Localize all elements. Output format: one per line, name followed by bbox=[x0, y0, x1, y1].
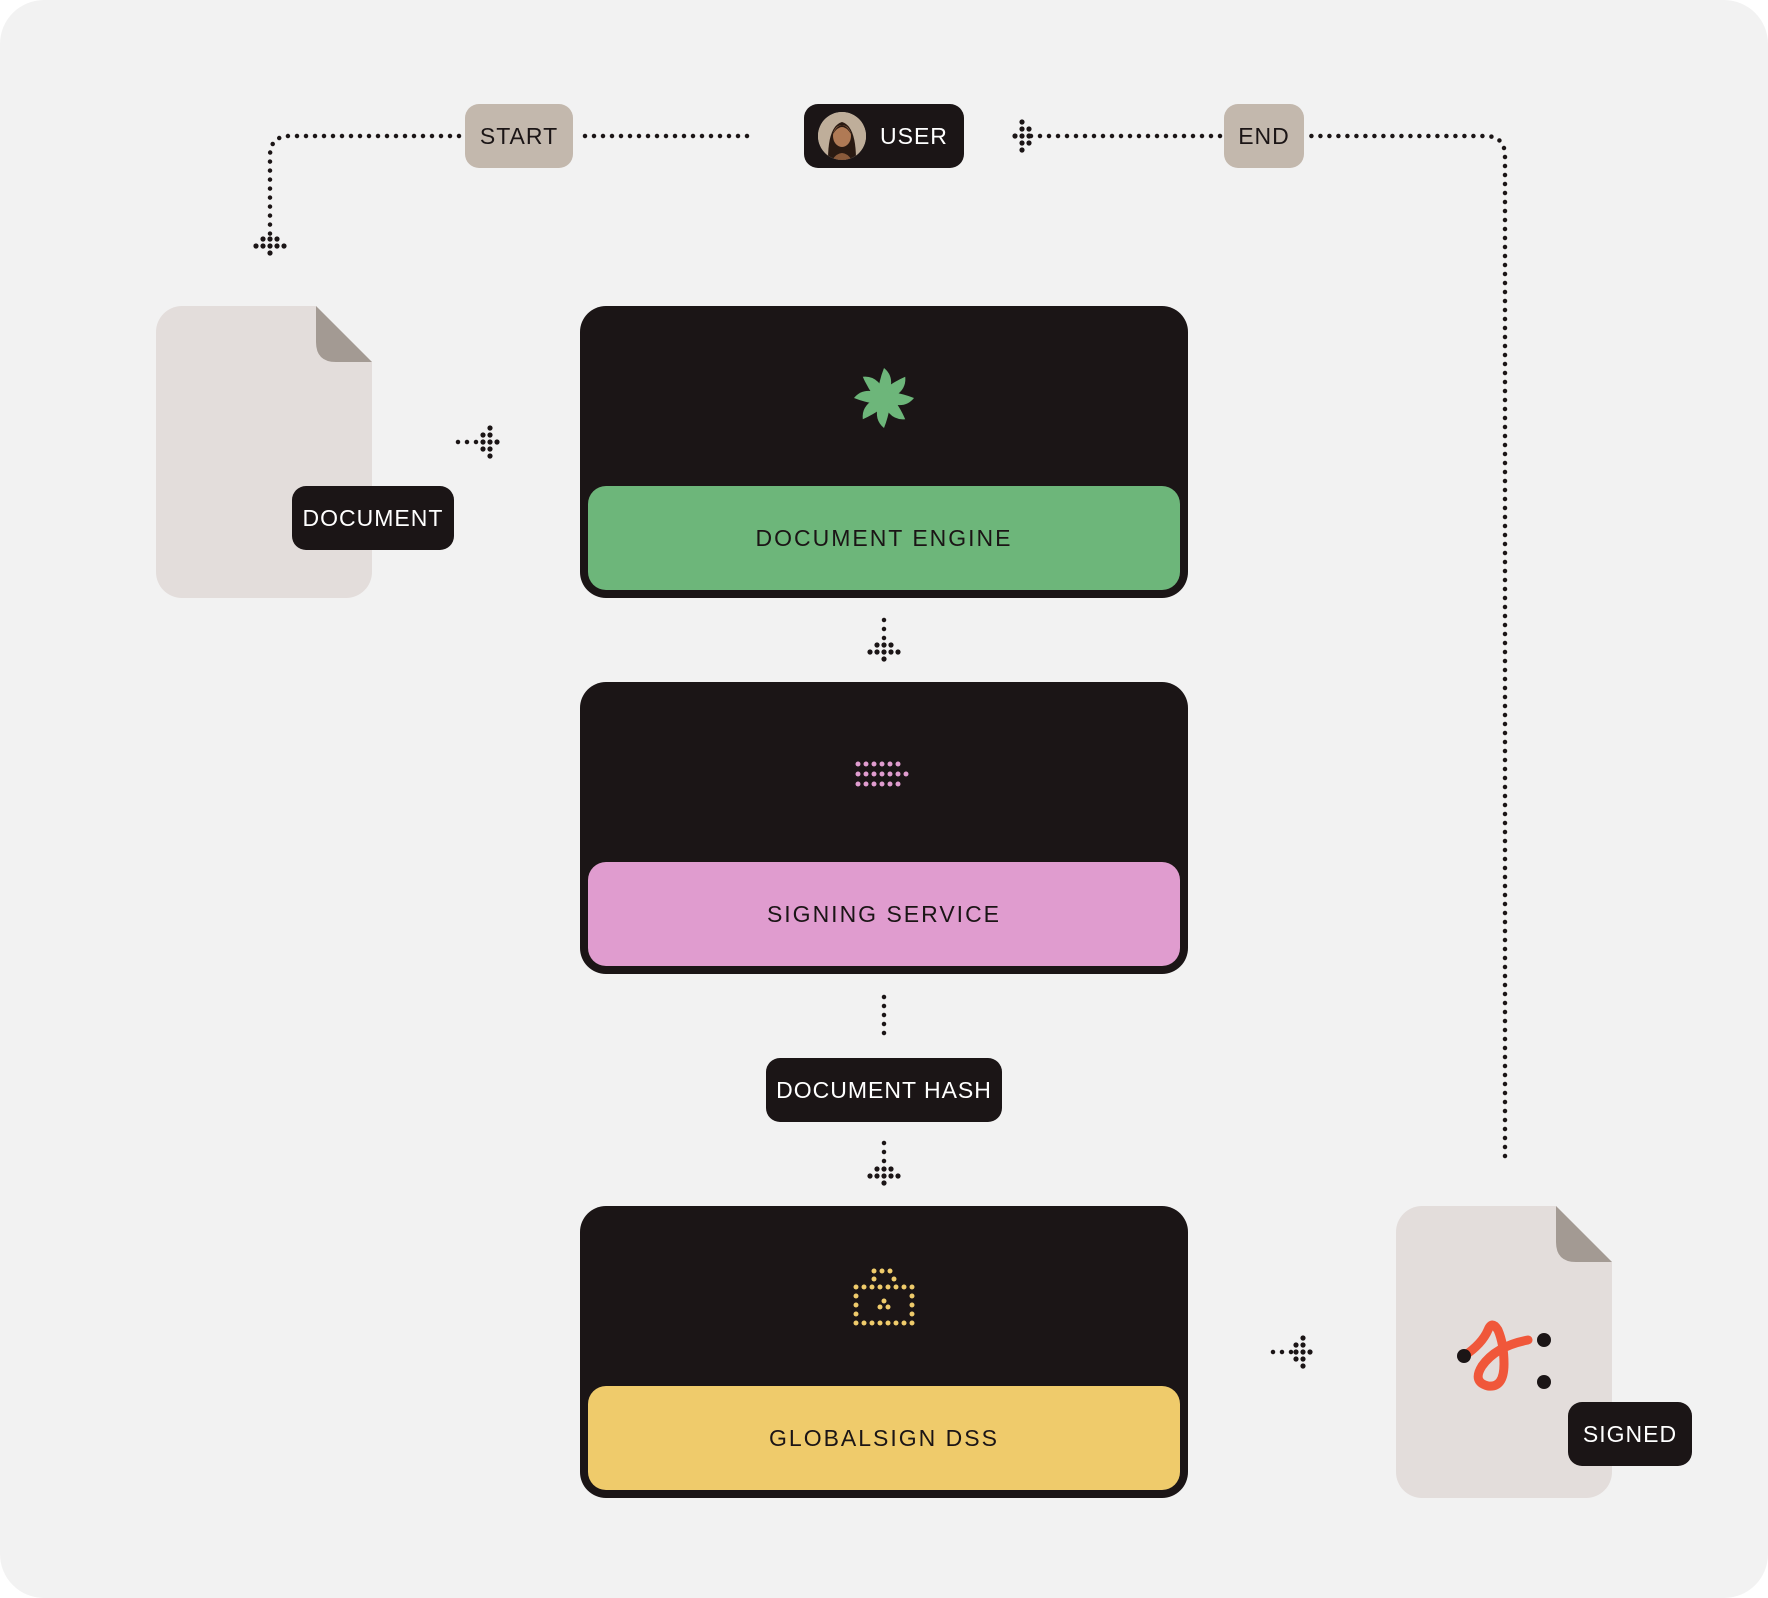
end-label: END bbox=[1238, 122, 1290, 149]
connector-start-document bbox=[267, 133, 462, 243]
start-label: START bbox=[479, 122, 559, 149]
pinwheel-icon bbox=[854, 368, 914, 428]
document-fold-icon bbox=[316, 306, 372, 362]
connector-signed-end bbox=[1307, 133, 1508, 1159]
dotted-briefcase-icon bbox=[853, 1268, 915, 1326]
signing-service-label: SIGNING SERVICE bbox=[588, 862, 1180, 966]
dotted-bar-icon bbox=[855, 761, 909, 787]
document-engine-card: DOCUMENT ENGINE bbox=[580, 306, 1188, 598]
document-hash-label: DOCUMENT HASH bbox=[776, 1076, 992, 1103]
user-pill[interactable]: USER bbox=[804, 104, 964, 168]
arrowhead-down-dss bbox=[867, 1166, 901, 1186]
arrowhead-down-signing bbox=[867, 642, 901, 662]
signed-document-fold-icon bbox=[1556, 1206, 1612, 1262]
start-pill: START bbox=[465, 104, 573, 168]
document-engine-label: DOCUMENT ENGINE bbox=[588, 486, 1180, 590]
signing-service-card: SIGNING SERVICE bbox=[580, 682, 1188, 974]
globalsign-dss-card: GLOBALSIGN DSS bbox=[580, 1206, 1188, 1498]
globalsign-dss-label: GLOBALSIGN DSS bbox=[588, 1386, 1180, 1490]
document-hash-pill: DOCUMENT HASH bbox=[766, 1058, 1002, 1122]
signed-pill: SIGNED bbox=[1568, 1402, 1692, 1466]
document-label: DOCUMENT bbox=[302, 504, 444, 531]
arrowhead-right-engine bbox=[480, 425, 500, 459]
user-label: USER bbox=[880, 122, 948, 149]
arrowhead-left-user bbox=[1012, 119, 1032, 153]
arrowhead-right-signed bbox=[1293, 1335, 1313, 1369]
end-pill: END bbox=[1224, 104, 1304, 168]
avatar bbox=[818, 112, 866, 160]
document-pill: DOCUMENT bbox=[292, 486, 454, 550]
arrowhead-down-document bbox=[253, 236, 287, 256]
signature-icon bbox=[1457, 1320, 1551, 1391]
signed-label: SIGNED bbox=[1582, 1420, 1678, 1447]
